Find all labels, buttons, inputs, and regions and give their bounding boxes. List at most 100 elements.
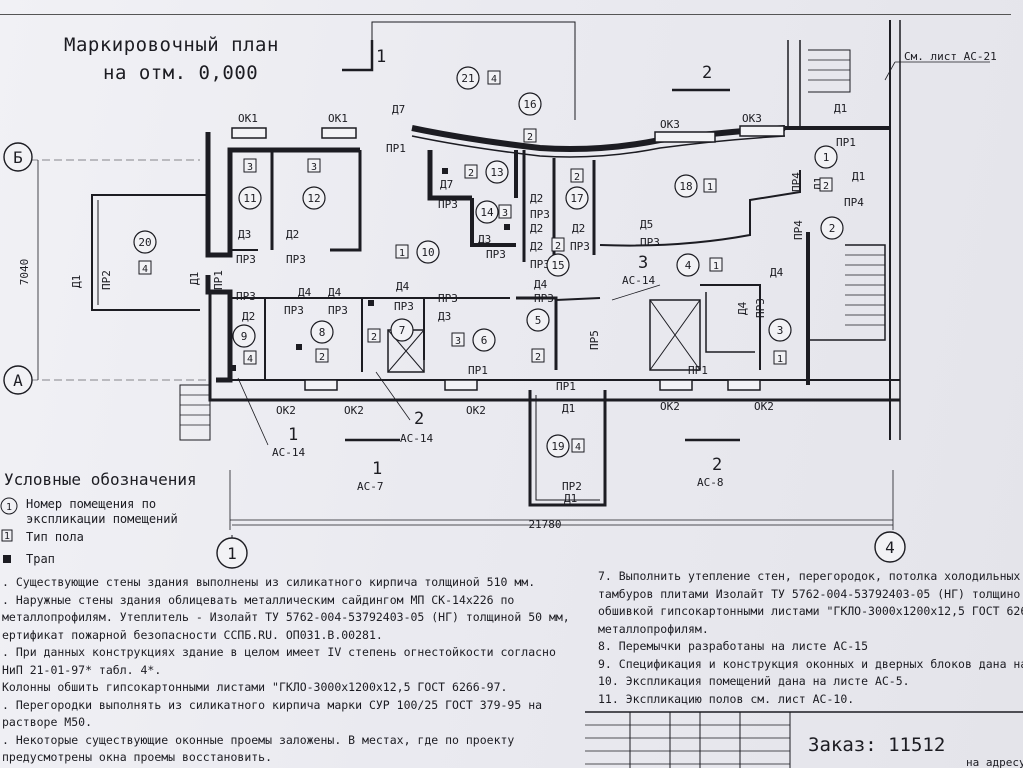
floor-type-box (773, 350, 787, 365)
mark-d7: Д7 (440, 178, 453, 191)
mark-d1: Д1 (834, 102, 847, 115)
axis-a-label: А (13, 371, 23, 390)
mark-d1: Д1 (562, 402, 575, 415)
floor-type: 1 (777, 354, 783, 365)
floor-type: 4 (142, 264, 148, 275)
room-number: 16 (523, 98, 536, 111)
mark-d3: Д3 (438, 310, 451, 323)
room-number-circle (238, 186, 262, 210)
mark-ok1: ОК1 (238, 112, 258, 125)
room-number: 14 (480, 206, 494, 219)
room-number: 4 (685, 259, 692, 272)
room-number: 12 (307, 192, 320, 205)
mark-d2: Д2 (530, 240, 543, 253)
mark-pr2: ПР2 (562, 480, 582, 493)
room-number: 15 (551, 259, 564, 272)
floor-type-box (703, 178, 717, 193)
mark-pr3: ПР3 (534, 292, 554, 305)
note-line: металлопрофилям. (598, 621, 709, 636)
mark-d4: Д4 (736, 301, 749, 315)
axis-4-label: 4 (885, 538, 895, 557)
floor-type-box (451, 332, 465, 347)
mark-d5: Д5 (640, 218, 653, 231)
section-2-bottom-num: 2 (712, 455, 722, 475)
mark-pr3: ПР3 (530, 258, 550, 271)
floor-type-box (498, 204, 512, 219)
mark-d2: Д2 (286, 228, 299, 241)
mark-d4: Д4 (396, 280, 410, 293)
floor-type: 4 (247, 354, 253, 365)
room-number-circle (390, 318, 414, 342)
note-line: предусмотрены окна проемы восстановить. (2, 750, 273, 764)
note-line: . Наружные стены здания облицевать метал… (2, 592, 515, 607)
cut-3-ref: АС-14 (622, 274, 655, 287)
room-number: 13 (490, 166, 503, 179)
room-number: 18 (679, 180, 692, 193)
drain-marker (442, 168, 448, 174)
note-line: обшивкой гипсокартонными листами "ГКЛО-3… (598, 604, 1023, 618)
plan-title-line2: на отм. 0,000 (103, 62, 259, 84)
mark-ok2: ОК2 (276, 404, 296, 417)
floor-type-box (571, 438, 585, 453)
room-number-circle (475, 200, 499, 224)
floor-type-box (531, 348, 545, 363)
room-marker-2: 2 (820, 216, 844, 240)
mark-pr3: ПР3 (570, 240, 590, 253)
floor-type: 2 (371, 332, 377, 343)
room-marker-8: 82 (310, 320, 334, 363)
floor-type-box (367, 328, 381, 343)
floor-type: 3 (502, 208, 508, 219)
legend-room-number-line2: экспликации помещений (26, 512, 178, 526)
mark-pr4: ПР4 (790, 172, 803, 192)
room-number: 11 (243, 192, 256, 205)
mark-pr1: ПР1 (468, 364, 488, 377)
mark-d3: Д3 (238, 228, 251, 241)
room-number-circle (546, 253, 570, 277)
section-1-bottom-ref: АС-7 (357, 480, 384, 493)
mark-d4: Д4 (298, 286, 312, 299)
note-line: . Перегородки выполнять из силикатного к… (2, 697, 543, 712)
room-number: 17 (570, 192, 583, 205)
mark-pr3: ПР3 (236, 253, 256, 266)
plan-title-line1: Маркировочный план (64, 34, 279, 56)
mark-d1: Д1 (188, 272, 201, 285)
section-1-top-num: 1 (376, 47, 386, 67)
floor-type: 2 (535, 352, 541, 363)
mark-pr4: ПР4 (844, 196, 864, 209)
room-number-circle (526, 308, 550, 332)
drain-marker (368, 300, 374, 306)
cut-1-num: 1 (288, 425, 298, 445)
legend-title: Условные обозначения (4, 470, 197, 489)
mark-ok2: ОК2 (466, 404, 486, 417)
floor-type-box (395, 244, 409, 259)
note-line: ертификат пожарной безопасности ССПБ.RU.… (2, 627, 383, 642)
mark-pr3: ПР3 (284, 304, 304, 317)
legend-floor-type: Тип пола (26, 530, 84, 544)
legend-room-number: Номер помещения по экспликации помещений (26, 497, 178, 527)
mark-ok2: ОК2 (660, 400, 680, 413)
floor-type: 1 (399, 248, 405, 259)
mark-pr2: ПР2 (100, 270, 113, 290)
mark-ok3: ОК3 (660, 118, 680, 131)
section-2-bottom-ref: АС-8 (697, 476, 724, 489)
note-line: . Некоторые существующие оконные проемы … (2, 732, 515, 747)
floor-type-box (243, 350, 257, 365)
mark-pr3: ПР3 (486, 248, 506, 261)
mark-pr3: ПР3 (394, 300, 414, 313)
room-marker-17: 172 (565, 168, 589, 210)
mark-pr5: ПР5 (588, 330, 601, 350)
legend-drain-symbol (3, 555, 11, 563)
floor-type-box (138, 260, 152, 275)
see-sheet-note: См. лист АС-21 (904, 50, 997, 63)
room-marker-5: 52 (526, 308, 550, 363)
order-number: 11512 (888, 734, 946, 756)
floor-type: 1 (713, 261, 719, 272)
mark-d2: Д2 (530, 222, 543, 235)
mark-d1: Д1 (70, 275, 83, 288)
mark-ok3: ОК3 (742, 112, 762, 125)
floor-type: 2 (319, 352, 325, 363)
room-number-circle (472, 328, 496, 352)
order-label: Заказ: (808, 734, 877, 756)
note-line: 7. Выполнить утепление стен, перегородок… (598, 569, 1023, 583)
floor-type-box (570, 168, 584, 183)
